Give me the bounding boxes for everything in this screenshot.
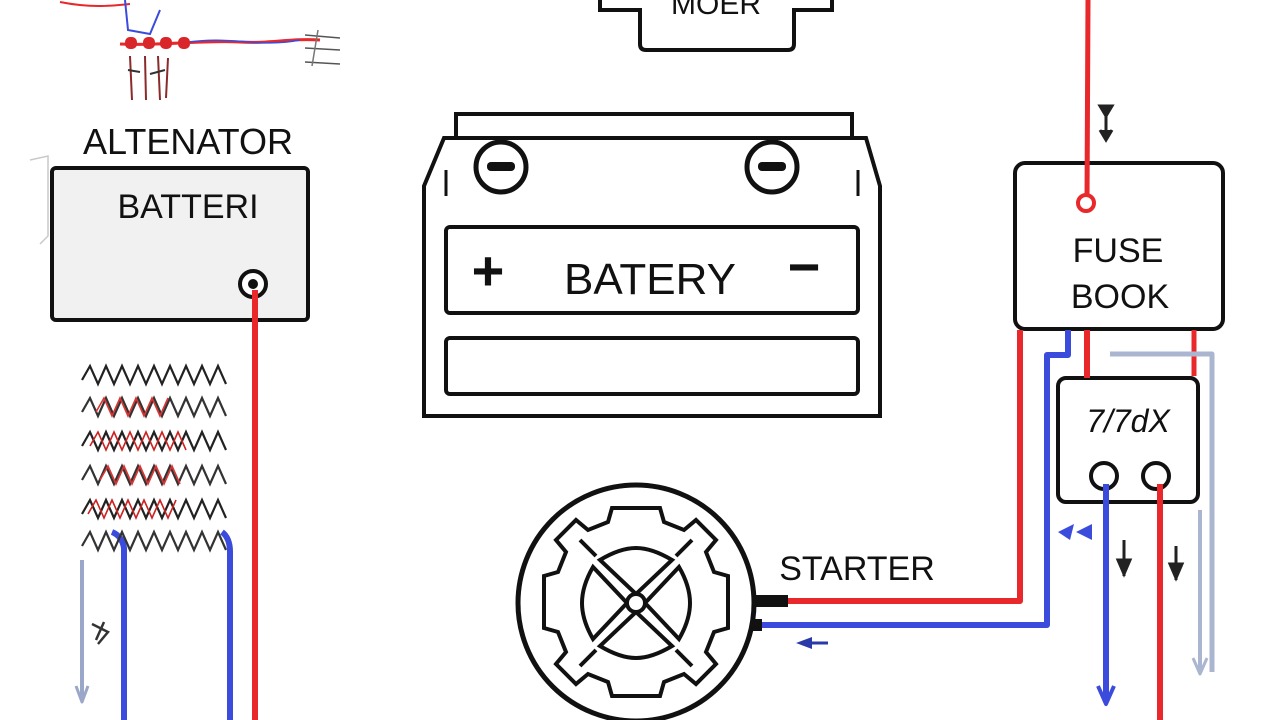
ground-wire: [1110, 351, 1215, 672]
alternator-box-label: BATTERI: [117, 188, 258, 226]
top-component-label: MOER: [671, 0, 761, 21]
relay-box: 7/7dX: [1056, 376, 1200, 504]
arrow-icon: [1097, 104, 1115, 143]
negative-wire: [758, 330, 1071, 628]
battery-minus-sign: −: [788, 235, 821, 298]
arrow-icon: [1058, 524, 1092, 540]
coil-pattern: [81, 363, 228, 553]
alternator: ALTENATOR BATTERI: [29, 121, 310, 322]
top-left-wiring-fragment: [59, 0, 341, 101]
negative-wire: [220, 529, 233, 720]
arrow-icon: [1167, 546, 1185, 582]
battery-minus-cap: [473, 139, 529, 195]
relay-label: 7/7dX: [1086, 403, 1171, 439]
negative-wire: [110, 529, 127, 720]
battery-label: BATERY: [564, 255, 736, 304]
arrow-icon: [91, 621, 110, 645]
battery-plus-sign: +: [472, 239, 505, 302]
alternator-title: ALTENATOR: [83, 121, 293, 162]
arrow-icon: [1115, 540, 1133, 578]
starter-label: STARTER: [779, 550, 935, 588]
battery: + BATERY −: [422, 112, 882, 418]
fuse-label-line2: BOOK: [1071, 278, 1170, 316]
starter-gear-icon: [542, 506, 730, 698]
arrow-icon: [796, 637, 828, 649]
starter-motor: [515, 482, 788, 720]
fuse-box: FUSE BOOK: [1013, 161, 1225, 331]
terminal-icon: [1141, 461, 1171, 491]
fuse-label-line1: FUSE: [1073, 232, 1164, 270]
positive-wire: [1084, 0, 1091, 201]
top-component: MOER: [598, 0, 834, 52]
positive-wire: [758, 330, 1023, 604]
terminal-icon: [1076, 193, 1096, 213]
battery-minus-cap: [744, 139, 800, 195]
